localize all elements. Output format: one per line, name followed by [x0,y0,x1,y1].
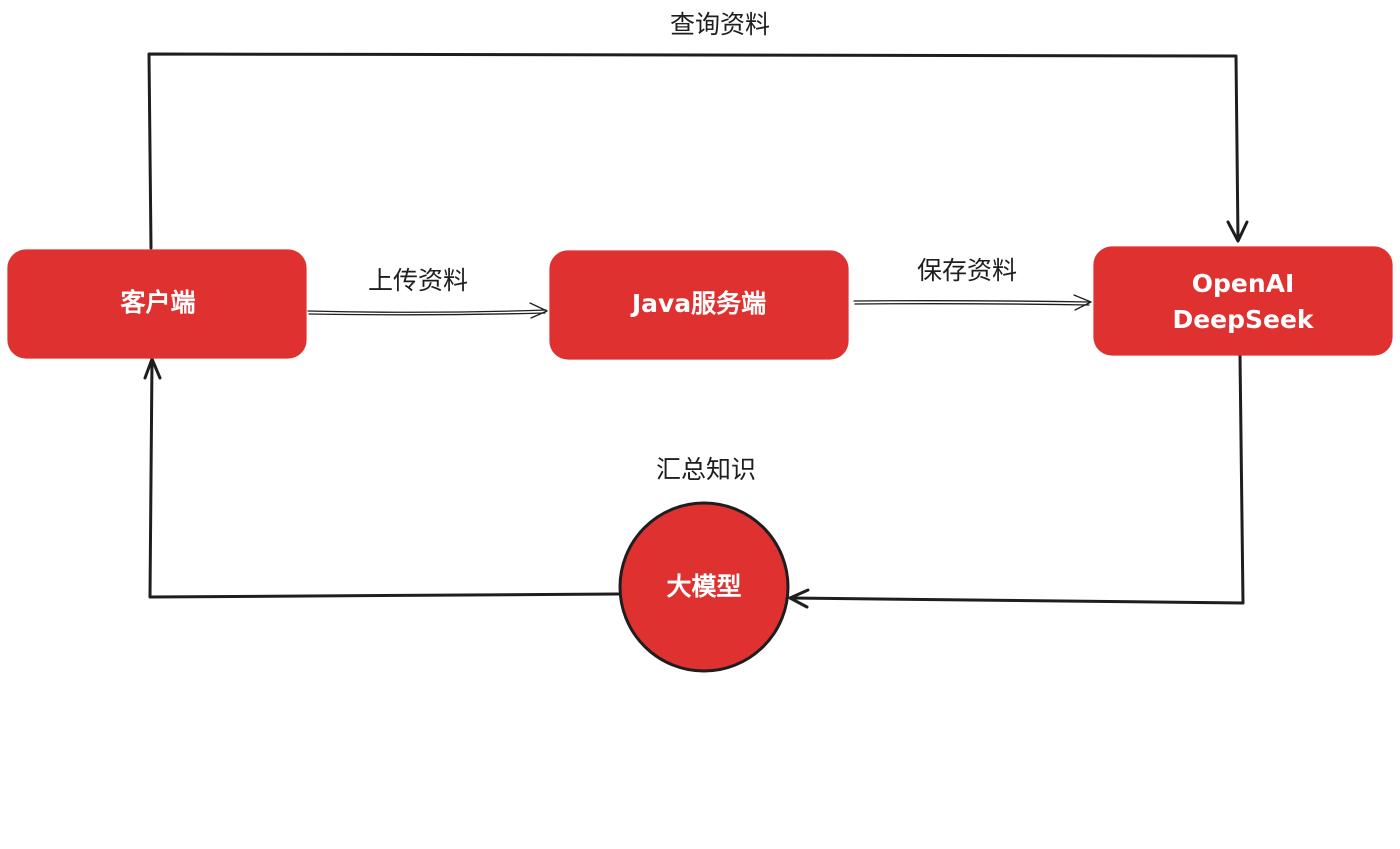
edge-query-label: 查询资料 [670,10,770,39]
node-client-box [7,249,307,359]
edge-save-arrowhead [1073,294,1092,311]
edge-save-line-sketch [854,303,1090,306]
edge-openai-to-llm-line [789,353,1245,605]
edge-upload-arrowhead [529,302,548,319]
node-openai-label-line2: DeepSeek [1172,305,1314,334]
edge-upload-line-sketch [308,312,546,316]
edge-upload: 上传资料 [307,266,548,319]
edge-openai-to-llm [788,353,1245,609]
node-java-server[interactable]: Java服务端 [549,250,849,360]
edge-summarize-line [148,358,620,599]
node-java-server-label: Java服务端 [630,289,766,318]
edge-save: 保存资料 [853,256,1092,311]
edge-upload-label: 上传资料 [368,266,468,295]
edge-upload-line [307,309,547,313]
node-openai-box [1093,246,1393,356]
node-openai[interactable]: OpenAI DeepSeek [1093,246,1393,356]
node-llm-circle [618,501,790,673]
edge-summarize-arrowhead [143,357,162,380]
edge-openai-to-llm-arrowhead [788,588,810,609]
node-openai-label-line1: OpenAI [1192,269,1295,298]
edge-summarize: 汇总知识 [143,357,756,599]
edge-query-arrowhead [1226,220,1249,243]
edge-query: 查询资料 [147,10,1249,250]
edge-summarize-label: 汇总知识 [656,455,756,484]
node-client[interactable]: 客户端 [7,249,307,359]
edge-save-line [853,300,1091,303]
node-llm-label: 大模型 [666,572,741,601]
edge-query-line [147,52,1240,250]
node-client-label: 客户端 [120,288,195,317]
node-llm[interactable]: 大模型 [618,501,790,673]
edge-save-label: 保存资料 [917,256,1017,285]
node-java-server-box [549,250,849,360]
